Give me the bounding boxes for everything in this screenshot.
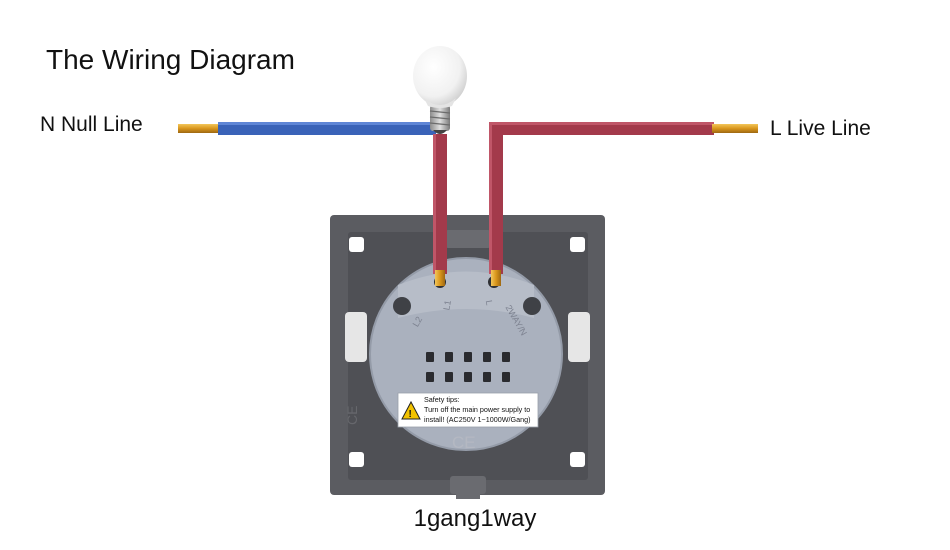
terminal-label-l: L [484,299,495,306]
terminal-screw-hole [393,297,411,315]
terminal-screw-hole [523,297,541,315]
terminal-label-l1: L1 [441,299,453,311]
safety-tips-heading: Safety tips: [424,395,460,404]
mounting-hole [570,452,585,467]
mounting-hole [349,452,364,467]
live-wire-bare-end [712,124,758,133]
diagram-title: The Wiring Diagram [46,44,295,75]
terminal-label-l2: L2 [411,315,425,329]
mounting-hole [349,237,364,252]
live-wire-from-bulb [433,134,447,286]
switch-back-body: L2 L1 L 2WAY/N ! Safety tips: Turn off t… [369,257,563,452]
svg-text:CE: CE [344,406,360,425]
ce-mark: CE [452,433,476,452]
neutral-wire-bare-end [178,124,220,133]
mounting-hole [570,237,585,252]
live-wire-supply [489,122,758,286]
safety-tips-label: ! Safety tips: Turn off the main power s… [397,392,539,428]
vent-slots [426,352,510,382]
safety-tips-line-2: install! (AC250V 1~1000W/Gang) [424,415,530,424]
live-line-label: L Live Line [770,117,871,140]
light-bulb-icon [413,46,467,134]
neutral-line-label: N Null Line [40,113,143,136]
safety-tips-line-1: Turn off the main power supply to [424,405,530,414]
warning-triangle-icon: ! [401,400,421,420]
neutral-wire [178,122,436,135]
switch-model-caption: 1gang1way [413,505,537,532]
svg-text:!: ! [409,409,412,420]
